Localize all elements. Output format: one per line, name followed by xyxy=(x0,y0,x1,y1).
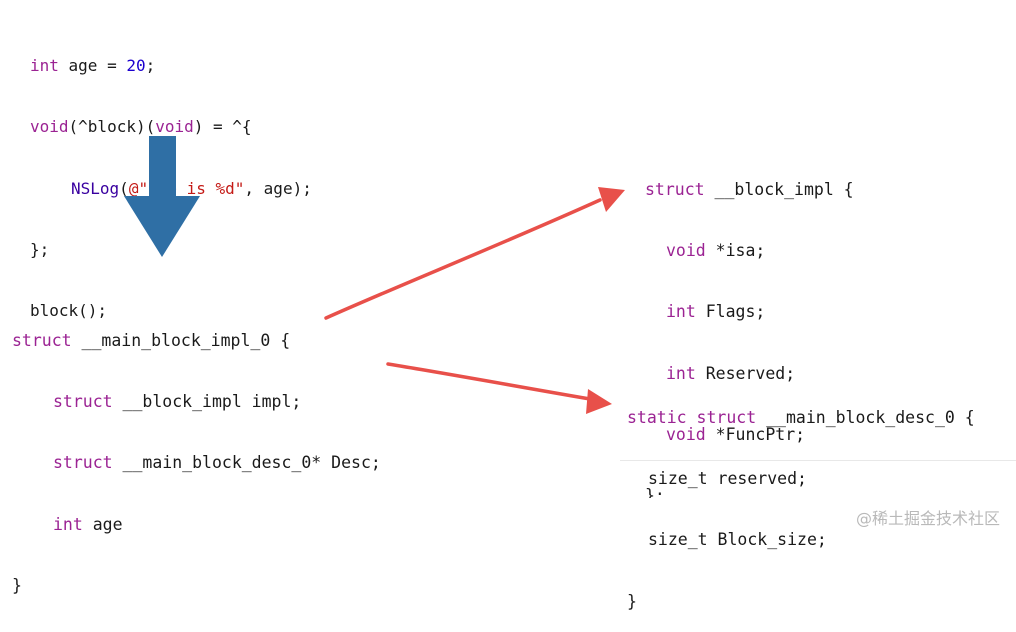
code-line: }; xyxy=(645,485,665,498)
code-line: int age xyxy=(53,514,123,534)
red-arrow-to-block-impl xyxy=(324,187,625,320)
watermark-text: @稀土掘金技术社区 xyxy=(855,509,1000,528)
red-arrow-to-desc xyxy=(386,362,612,414)
code-line: static struct __main_block_desc_0 { xyxy=(627,408,975,427)
code-line: struct __block_impl impl; xyxy=(53,392,302,412)
code-line: } xyxy=(627,591,637,611)
code-line: void *FuncPtr; xyxy=(666,424,806,444)
code-line: int Reserved; xyxy=(666,363,796,383)
code-line: void(^block)(void) = ^{ xyxy=(30,117,252,137)
code-line: size_t reserved; xyxy=(648,469,807,489)
code-line: struct __main_block_desc_0* Desc; xyxy=(53,453,381,473)
arrows-overlay xyxy=(124,136,625,414)
main-block-struct: struct __main_block_impl_0 { struct __bl… xyxy=(12,291,381,616)
code-line: void *isa; xyxy=(666,241,766,261)
source-code-block: int age = 20; void(^block)(void) = ^{ NS… xyxy=(30,16,312,341)
code-line: } xyxy=(12,575,22,595)
divider xyxy=(620,460,1016,461)
code-line: }; xyxy=(30,239,50,259)
down-arrow-icon xyxy=(124,136,200,257)
code-line: int age = 20; xyxy=(30,56,156,75)
code-line: struct __main_block_impl_0 { xyxy=(12,331,291,350)
code-line: int Flags; xyxy=(666,302,766,322)
code-line: block(); xyxy=(30,301,108,321)
code-line: struct __block_impl { xyxy=(645,180,854,199)
block-impl-struct: struct __block_impl { void *isa; int Fla… xyxy=(645,140,854,517)
